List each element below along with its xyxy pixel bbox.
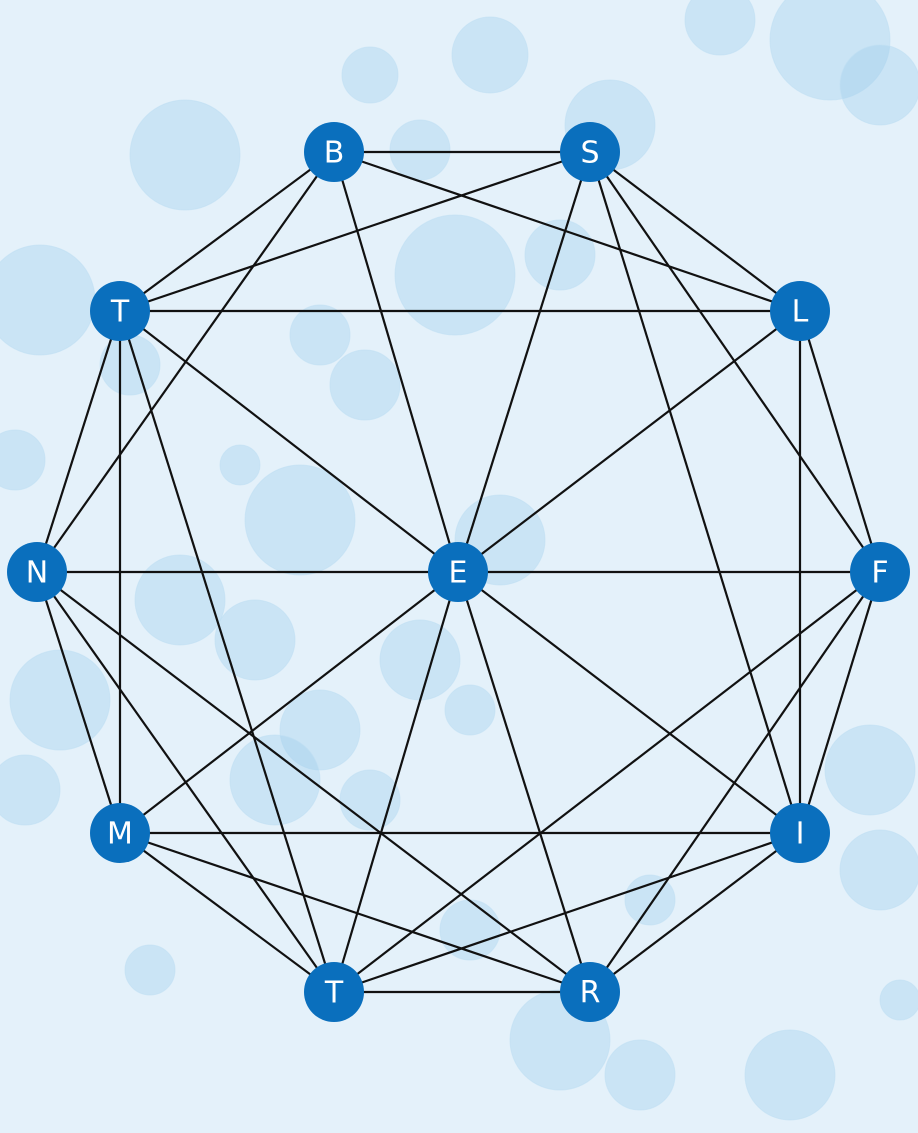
bubble-decoration [244,464,356,576]
bubble-decoration [744,1029,836,1121]
edge-I-R [589,832,801,993]
node-circle [428,542,488,602]
node-label: N [26,556,48,591]
bubble-decoration [769,0,891,101]
bubble-decoration [451,16,529,94]
edge-E-R [456,571,592,993]
edge-E-T2 [332,571,460,993]
bubble-decoration [129,99,241,211]
node-circle [560,122,620,182]
node-M: M [90,803,150,863]
node-label: M [107,817,133,852]
bubble-decoration [839,44,918,126]
node-label: T [324,976,344,1011]
edge-M-T2 [119,832,335,993]
node-circle [770,803,830,863]
bubble-decoration [824,724,916,816]
edge-N-M [35,571,122,834]
bubble-decoration [229,734,321,826]
node-circle [560,962,620,1022]
edge-T1-N [35,310,122,573]
edge-F-I [798,571,882,834]
node-circle [850,542,910,602]
node-circle [90,281,150,341]
bubble-decoration [214,599,296,681]
node-circle [7,542,67,602]
edge-S-F [589,151,881,573]
edge-S-L [589,151,801,312]
node-label: S [580,136,599,171]
node-label: F [871,556,888,591]
bubble-decoration [341,46,399,104]
node-T2: T [304,962,364,1022]
bubble-decoration [0,429,46,491]
edge-S-E [456,151,592,573]
edge-T1-T2 [118,310,336,993]
edge-I-T2 [333,831,801,994]
node-circle [770,281,830,341]
edge-E-M [119,571,459,834]
node-I: I [770,803,830,863]
edges-layer [35,150,882,994]
bubble-decoration [839,829,918,911]
bubble-decoration [389,119,451,181]
nodes-layer: B S T L N E F M I T R [7,122,910,1022]
bubble-decoration [134,554,226,646]
edge-L-E [457,310,801,573]
edge-T1-E [119,310,459,573]
bubble-decoration [394,214,516,336]
node-T1: T [90,281,150,341]
edge-S-I [588,151,802,834]
bubble-decoration [684,0,756,56]
node-label: T [110,295,130,330]
edge-B-L [333,150,801,313]
bubble-decoration [0,754,61,826]
edge-B-T1 [119,151,335,312]
bubble-decoration [339,769,401,831]
edge-M-R [119,831,591,994]
node-E: E [428,542,488,602]
node-circle [304,122,364,182]
node-label: E [449,556,468,591]
node-label: L [792,295,809,330]
bubble-decoration [289,304,351,366]
edge-S-T1 [119,150,591,313]
bubble-decoration [604,1039,676,1111]
bubble-decoration [524,219,596,291]
node-B: B [304,122,364,182]
node-L: L [770,281,830,341]
bubble-decoration [279,689,361,771]
node-circle [90,803,150,863]
node-label: I [796,817,805,852]
node-N: N [7,542,67,602]
edge-E-I [457,571,801,834]
edge-L-F [798,310,882,573]
bubble-decoration [124,944,176,996]
bubble-decoration [219,444,261,486]
node-label: B [324,136,345,171]
edge-F-T2 [333,571,881,993]
edge-N-R [36,571,591,993]
bubble-decoration [444,684,496,736]
node-S: S [560,122,620,182]
edge-F-R [589,571,881,993]
node-R: R [560,962,620,1022]
edge-B-E [332,151,460,573]
node-label: R [580,976,601,1011]
node-F: F [850,542,910,602]
node-circle [304,962,364,1022]
bubble-decoration [879,979,918,1021]
bubble-decoration [329,349,401,421]
